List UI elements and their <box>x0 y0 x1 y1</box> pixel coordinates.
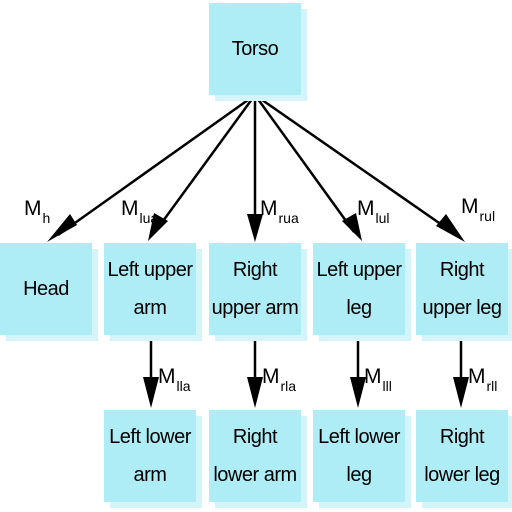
edge-label-rul: Mrul <box>461 196 495 223</box>
edge-torso-left-upper-leg <box>253 94 356 233</box>
arrowhead-right-lower-arm <box>247 377 263 408</box>
node-torso: Torso <box>209 3 301 95</box>
edge-label-h-base: M <box>24 197 42 220</box>
arrowhead-right-upper-leg <box>436 214 465 242</box>
edge-label-rll-base: M <box>468 365 486 388</box>
edge-label-lla-sub: lla <box>176 378 191 394</box>
edge-label-rla-base: M <box>262 365 280 388</box>
node-head: Head <box>0 243 92 335</box>
edge-label-rua-base: M <box>260 197 278 220</box>
edge-label-lla-base: M <box>158 365 176 388</box>
edge-label-lll-sub: lll <box>382 378 392 394</box>
node-right-upper-arm: Right upper arm <box>209 243 301 335</box>
node-left-lower-leg-label: Left lower leg <box>318 426 400 486</box>
node-right-upper-leg: Right upper leg <box>416 243 508 335</box>
edge-label-lua: Mlua <box>121 198 158 225</box>
node-left-upper-arm-label: Left upper arm <box>107 259 193 319</box>
arrowhead-right-lower-leg <box>453 377 469 408</box>
node-left-upper-leg: Left upper leg <box>313 243 405 335</box>
node-left-lower-arm-label: Left lower arm <box>109 426 191 486</box>
edge-label-rll-sub: rll <box>486 378 498 394</box>
node-right-lower-arm: Right lower arm <box>209 410 301 502</box>
node-right-lower-arm-label: Right lower arm <box>213 426 297 486</box>
arrowhead-left-upper-arm <box>148 213 168 241</box>
edge-label-lua-sub: lua <box>139 210 159 226</box>
arrowhead-right-upper-arm <box>247 214 263 242</box>
edge-label-lla: Mlla <box>158 366 191 393</box>
edge-label-rll: Mrll <box>468 366 497 393</box>
edge-label-lll: Mlll <box>364 366 392 393</box>
node-left-lower-leg: Left lower leg <box>313 410 405 502</box>
node-left-upper-leg-label: Left upper leg <box>316 259 402 319</box>
edge-label-lul-base: M <box>357 197 375 220</box>
arrowhead-left-lower-leg <box>350 377 366 408</box>
edge-torso-right-upper-leg <box>254 93 456 236</box>
edge-label-rul-sub: rul <box>479 208 496 224</box>
edge-torso-left-upper-arm <box>153 94 257 233</box>
edge-label-lua-base: M <box>121 197 139 220</box>
node-left-upper-arm: Left upper arm <box>104 243 196 335</box>
edge-label-rla: Mrla <box>262 366 296 393</box>
edge-label-h-sub: h <box>42 210 51 226</box>
edge-label-h: Mh <box>24 198 50 225</box>
node-right-upper-leg-label: Right upper leg <box>422 259 502 319</box>
edge-torso-head <box>57 93 256 237</box>
node-right-lower-leg-label: Right lower leg <box>424 426 500 486</box>
edge-label-rua-sub: rua <box>278 210 299 226</box>
arrowhead-left-upper-leg <box>342 213 362 241</box>
edge-label-lul-sub: lul <box>375 210 390 226</box>
edge-label-rul-base: M <box>461 195 479 218</box>
node-right-upper-arm-label: Right upper arm <box>211 259 299 319</box>
edge-label-rla-sub: rla <box>280 378 297 394</box>
node-left-lower-arm: Left lower arm <box>104 410 196 502</box>
node-head-label: Head <box>23 278 69 300</box>
edge-label-lul: Mlul <box>357 198 390 225</box>
node-torso-label: Torso <box>231 38 279 60</box>
edge-label-rua: Mrua <box>260 198 299 225</box>
node-right-lower-leg: Right lower leg <box>416 410 508 502</box>
arrowhead-left-lower-arm <box>143 377 159 408</box>
arrowhead-head <box>47 214 77 242</box>
edge-label-lll-base: M <box>364 365 382 388</box>
